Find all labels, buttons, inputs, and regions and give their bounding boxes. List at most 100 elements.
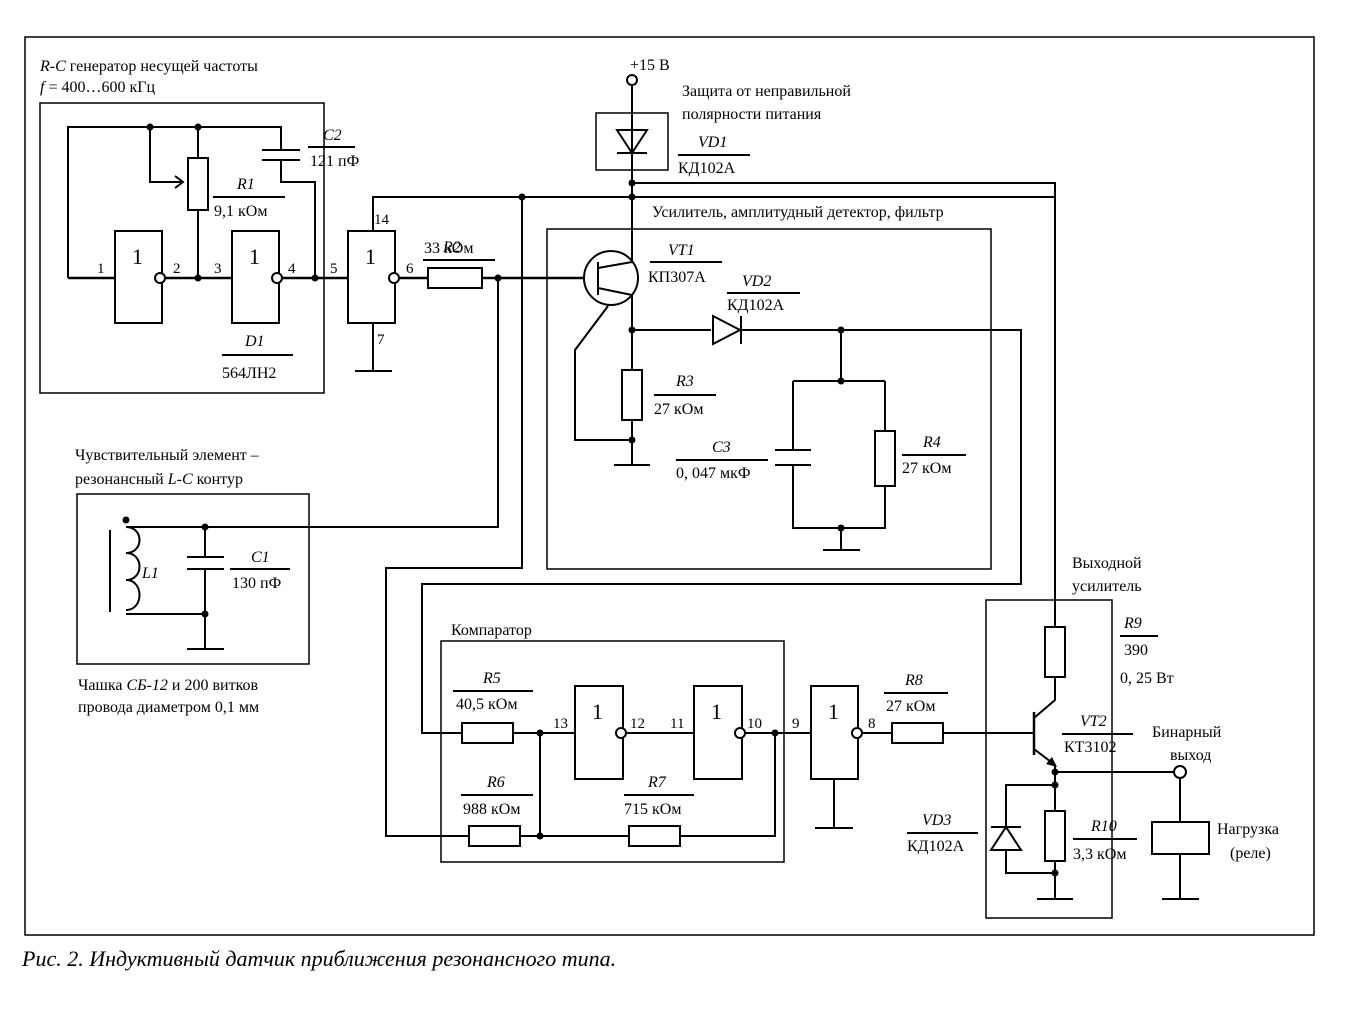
svg-text:121 пФ: 121 пФ [310, 153, 359, 170]
svg-text:полярности питания: полярности питания [682, 106, 822, 123]
svg-text:14: 14 [374, 212, 390, 228]
svg-text:27 кОм: 27 кОм [902, 460, 951, 477]
svg-text:27 кОм: 27 кОм [654, 401, 703, 418]
rc-generator-block: R-C генератор несущей частоты f = 400…60… [39, 58, 359, 394]
svg-text:9: 9 [792, 716, 800, 732]
svg-text:R9: R9 [1123, 615, 1142, 632]
svg-text:D1: D1 [244, 333, 265, 350]
resistor-r4 [874, 430, 896, 487]
resistor-r7 [628, 825, 681, 847]
svg-text:L1: L1 [141, 565, 159, 582]
svg-text:988 кОм: 988 кОм [463, 801, 520, 818]
svg-text:13: 13 [553, 716, 568, 732]
svg-text:1: 1 [711, 699, 722, 724]
svg-text:КД102А: КД102А [907, 838, 965, 855]
svg-text:2: 2 [173, 261, 181, 277]
resistor-r2-value-label: 33 кОм [424, 240, 473, 257]
rc-generator-title: R-C генератор несущей частоты [39, 58, 258, 75]
svg-text:1: 1 [365, 244, 376, 269]
svg-text:12: 12 [630, 716, 645, 732]
svg-text:C1: C1 [251, 549, 270, 566]
output-amplifier-block: Выходной усилитель R9 390 0, 25 Вт VT2 К… [907, 555, 1279, 919]
svg-text:выход: выход [1170, 747, 1211, 764]
svg-text:11: 11 [670, 716, 684, 732]
svg-text:Чашка СБ-12 и 200 витков: Чашка СБ-12 и 200 витков [78, 677, 259, 694]
diode-vd2 [712, 314, 743, 346]
resistor-r9 [1044, 626, 1066, 678]
svg-text:40,5 кОм: 40,5 кОм [456, 696, 517, 713]
svg-text:R5: R5 [482, 670, 501, 687]
logic-gate-3: 1 5 6 7 14 [330, 196, 1055, 372]
load-relay [1151, 821, 1210, 855]
svg-text:VD2: VD2 [742, 273, 771, 290]
power-protection: +15 В Защита от неправильной полярности … [595, 57, 1056, 627]
resistor-r10 [1044, 810, 1066, 862]
svg-text:1: 1 [828, 699, 839, 724]
transistor-vt1 [583, 250, 639, 306]
svg-text:+15 В: +15 В [630, 57, 670, 74]
svg-text:R1: R1 [236, 176, 255, 193]
vd1-box [595, 112, 669, 171]
comparator-block: Компаратор R5 40,5 кОм R6 988 кОм R7 715… [385, 193, 811, 863]
inductor-l1 [125, 526, 141, 611]
svg-text:4: 4 [288, 261, 296, 277]
svg-text:Нагрузка: Нагрузка [1217, 821, 1279, 838]
svg-text:VD3: VD3 [922, 812, 951, 829]
resistor-r6 [468, 825, 521, 847]
svg-text:R4: R4 [922, 434, 941, 451]
svg-text:C3: C3 [712, 439, 731, 456]
logic-gate-6: 1 8 R8 27 кОм [810, 672, 1034, 829]
rc-generator-frequency: f = 400…600 кГц [40, 79, 156, 96]
svg-text:R2: R2 [442, 239, 461, 256]
svg-text:VT2: VT2 [1080, 713, 1107, 730]
svg-text:R6: R6 [486, 774, 505, 791]
svg-text:VD1: VD1 [698, 134, 727, 151]
svg-text:0, 25 Вт: 0, 25 Вт [1120, 670, 1174, 687]
resistor-r8 [891, 722, 944, 744]
svg-text:R7: R7 [647, 774, 667, 791]
sensor-lc-block: Чувствительный элемент – резонансный L-C… [75, 278, 499, 716]
svg-text:390: 390 [1124, 642, 1148, 659]
svg-text:резонансный L-C контур: резонансный L-C контур [75, 471, 243, 488]
svg-text:КД102А: КД102А [727, 297, 785, 314]
svg-text:564ЛН2: 564ЛН2 [222, 365, 276, 382]
figure-caption: Рис. 2. Индуктивный датчик приближения р… [22, 946, 617, 971]
svg-text:1: 1 [132, 244, 143, 269]
svg-text:Защита от неправильной: Защита от неправильной [682, 83, 851, 100]
svg-text:R8: R8 [904, 672, 923, 689]
svg-text:R10: R10 [1090, 818, 1117, 835]
svg-text:R3: R3 [675, 373, 694, 390]
svg-text:0, 047 мкФ: 0, 047 мкФ [676, 465, 751, 482]
svg-text:КД102А: КД102А [678, 160, 736, 177]
resistor-r2: R2 [399, 239, 590, 289]
svg-text:усилитель: усилитель [1072, 578, 1142, 595]
svg-text:Компаратор: Компаратор [451, 622, 532, 639]
svg-text:8: 8 [868, 716, 876, 732]
svg-text:КП307А: КП307А [648, 269, 706, 286]
svg-text:3: 3 [214, 261, 222, 277]
svg-text:Усилитель, амплитудный детекто: Усилитель, амплитудный детектор, фильтр [652, 204, 944, 221]
svg-text:1: 1 [249, 244, 260, 269]
svg-text:Выходной: Выходной [1072, 555, 1142, 572]
resistor-r5 [461, 722, 514, 744]
logic-gate-4 [574, 685, 624, 780]
svg-text:Бинарный: Бинарный [1152, 724, 1222, 741]
diode-vd3 [989, 825, 1023, 851]
svg-text:27 кОм: 27 кОм [886, 698, 935, 715]
svg-text:1: 1 [97, 261, 105, 277]
amplifier-block: Усилитель, амплитудный детектор, фильтр … [421, 204, 1022, 734]
svg-text:КТ3102: КТ3102 [1064, 739, 1116, 756]
svg-text:7: 7 [377, 332, 385, 348]
svg-text:6: 6 [406, 261, 414, 277]
svg-text:9,1 кОм: 9,1 кОм [214, 203, 267, 220]
svg-text:5: 5 [330, 261, 338, 277]
svg-text:провода диаметром 0,1 мм: провода диаметром 0,1 мм [78, 699, 259, 716]
svg-text:3,3 кОм: 3,3 кОм [1073, 846, 1126, 863]
svg-text:VT1: VT1 [668, 242, 695, 259]
svg-text:C2: C2 [323, 127, 342, 144]
resistor-r1 [187, 157, 209, 211]
svg-text:Чувствительный элемент –: Чувствительный элемент – [75, 447, 260, 464]
outer-frame [24, 36, 1315, 936]
svg-text:715 кОм: 715 кОм [624, 801, 681, 818]
